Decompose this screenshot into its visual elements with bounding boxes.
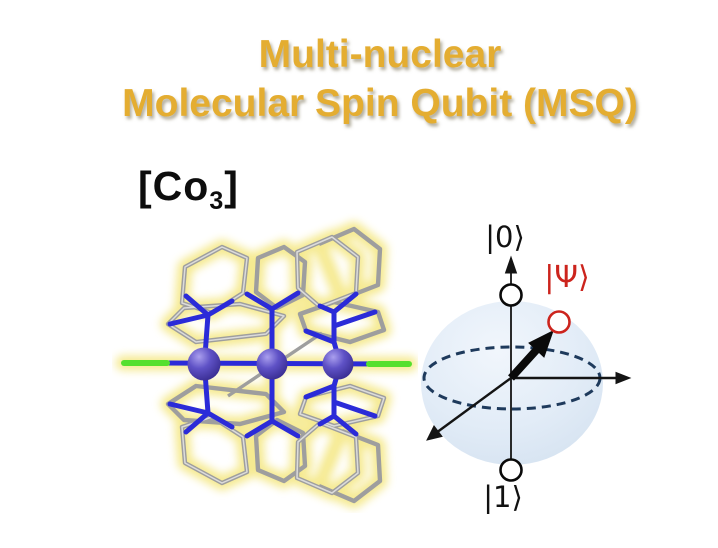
psi-marker	[547, 310, 571, 334]
cobalt-atom-left	[187, 347, 221, 381]
ket0-marker	[499, 283, 523, 307]
flat-ring	[165, 383, 287, 427]
compound-label: [Co3]	[138, 163, 239, 216]
cobalt-atom-center	[256, 348, 288, 380]
z-axis-arrowhead	[504, 255, 518, 274]
ket1-marker	[499, 458, 523, 482]
bloch-sphere	[421, 301, 603, 465]
pyridine-ring	[253, 417, 308, 484]
ket1-label: |1⟩	[483, 480, 523, 514]
title-line-1: Multi-nuclear	[258, 33, 502, 76]
pyridine-ring	[318, 226, 383, 302]
psi-label: |Ψ⟩	[544, 260, 589, 295]
slide-title: Multi-nuclear Molecular Spin Qubit (MSQ)	[42, 30, 718, 128]
formula-post: ]	[224, 163, 239, 209]
x-axis-arrowhead	[615, 371, 632, 385]
bloch-sphere-diagram: |0⟩ |1⟩ |Ψ⟩	[421, 220, 632, 514]
state-vector-arrow	[508, 330, 554, 381]
ket0-label: |0⟩	[485, 220, 525, 254]
formula-pre: [Co	[138, 163, 210, 209]
pyridine-ring	[318, 428, 383, 504]
molecule-figure	[115, 221, 418, 509]
terminal-ligands	[121, 360, 412, 367]
formula-subscript: 3	[209, 187, 225, 216]
y-axis-arrowhead	[426, 425, 443, 441]
y-axis-line	[435, 377, 512, 434]
title-line-2: Molecular Spin Qubit (MSQ)	[122, 82, 638, 125]
cobalt-atom-right	[322, 348, 354, 380]
pyridine-ring	[253, 244, 308, 311]
